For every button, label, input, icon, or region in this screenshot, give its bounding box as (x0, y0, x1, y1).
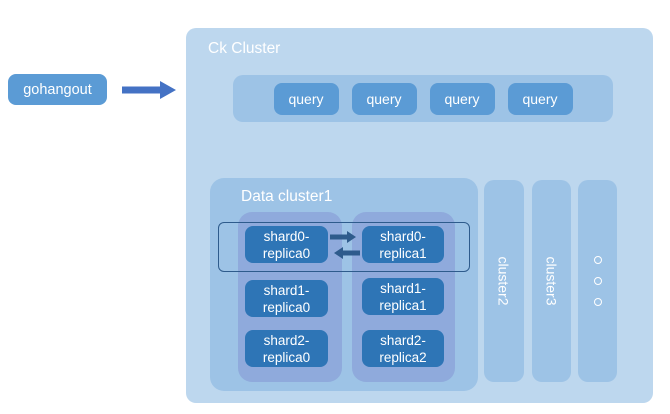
ellipsis-dot (593, 256, 602, 264)
gohangout-node: gohangout (8, 74, 107, 105)
more-clusters-column (578, 180, 617, 382)
ck-cluster-container: Ck Cluster query query query query Data … (186, 28, 653, 403)
replication-sync-arrows-icon (330, 231, 360, 259)
data-cluster1-title: Data cluster1 (241, 188, 333, 205)
query-label: query (444, 90, 480, 107)
shard2-replica0-node: shard2- replica0 (245, 330, 328, 367)
shard0-row-outline (218, 222, 470, 272)
gohangout-label: gohangout (23, 81, 92, 98)
cluster2-label: cluster2 (496, 256, 512, 306)
flow-right-arrow-icon (122, 81, 176, 99)
cluster3-label: cluster3 (543, 256, 560, 306)
cluster2-column: cluster2 (484, 180, 524, 382)
query-label: query (522, 90, 558, 107)
vertical-ellipsis-icon (593, 256, 602, 306)
cluster3-column: cluster3 (532, 180, 571, 382)
query-node: query (273, 82, 339, 115)
query-node: query (507, 82, 573, 115)
shard0-replica0-node: shard0- replica0 (245, 226, 328, 263)
query-node: query (351, 82, 417, 115)
query-row-panel: query query query query (233, 75, 613, 122)
query-node: query (429, 82, 495, 115)
shard1-replica0-node: shard1- replica0 (245, 280, 328, 317)
query-label: query (288, 90, 324, 107)
ellipsis-dot (593, 298, 602, 306)
shard2-replica2-node: shard2- replica2 (362, 330, 444, 367)
data-cluster1-container: Data cluster1 shard0- replica0 shard0- r… (210, 178, 478, 391)
ellipsis-dot (593, 277, 602, 285)
shard1-replica1-node: shard1- replica1 (362, 278, 444, 315)
query-label: query (366, 90, 402, 107)
ck-cluster-title: Ck Cluster (208, 40, 281, 57)
shard0-replica1-node: shard0- replica1 (362, 226, 444, 263)
